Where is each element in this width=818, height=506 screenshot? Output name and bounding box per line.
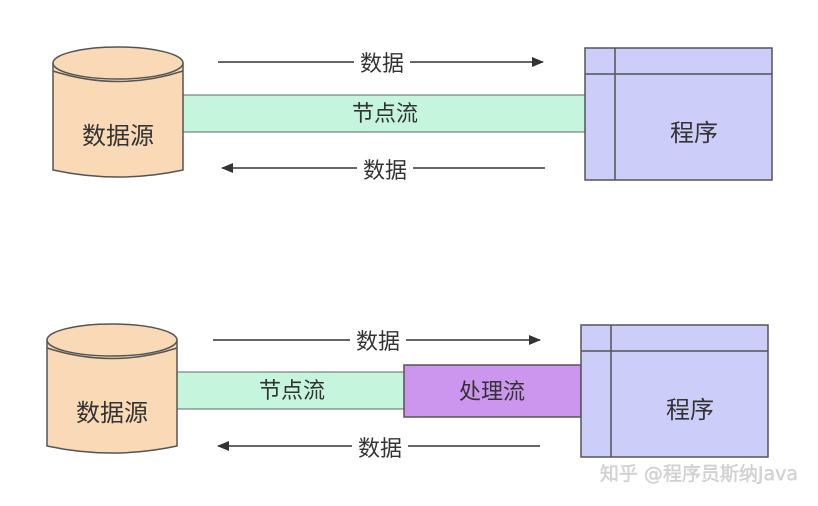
top-datasource-rim <box>52 70 184 83</box>
bottom-diagram: 节点流 处理流 数据源 程序 数据 数 <box>46 323 769 462</box>
top-node-stream-label: 节点流 <box>352 102 418 127</box>
top-datasource: 数据源 <box>52 46 184 178</box>
top-program-box <box>584 47 773 181</box>
top-arrow-to-datasource: 数据 <box>221 157 545 184</box>
bottom-processing-stream-label: 处理流 <box>459 380 525 405</box>
bottom-datasource-lid <box>46 323 178 357</box>
top-datasource-label: 数据源 <box>82 122 154 150</box>
top-diagram: 节点流 数据源 程序 数据 数据 <box>52 46 773 184</box>
bottom-datasource-rim <box>46 347 178 360</box>
bottom-program: 程序 <box>580 324 769 458</box>
top-arrow-to-program: 数据 <box>218 50 544 77</box>
top-arrow-bottom-label: 数据 <box>363 159 407 184</box>
bottom-datasource-body <box>46 340 178 454</box>
watermark-text: 知乎 @程序员斯纳Java <box>600 463 798 485</box>
bottom-program-label: 程序 <box>666 396 714 424</box>
bottom-node-stream-label: 节点流 <box>259 379 325 404</box>
top-datasource-body <box>52 63 184 178</box>
top-node-stream: 节点流 <box>179 94 591 133</box>
top-datasource-lid <box>52 46 184 80</box>
bottom-arrow-top-label: 数据 <box>356 330 400 355</box>
bottom-datasource: 数据源 <box>46 323 178 454</box>
bottom-arrow-to-program: 数据 <box>213 328 541 355</box>
bottom-processing-stream: 处理流 <box>403 364 582 418</box>
bottom-arrow-bottom-label: 数据 <box>358 437 402 462</box>
bottom-node-stream-bar <box>174 371 406 410</box>
top-program-label: 程序 <box>670 119 718 147</box>
bottom-node-stream: 节点流 <box>174 371 406 410</box>
bottom-arrow-to-datasource: 数据 <box>217 435 540 462</box>
top-program: 程序 <box>584 47 773 181</box>
top-node-stream-bar <box>179 94 591 133</box>
top-arrow-top-label: 数据 <box>360 52 404 77</box>
bottom-datasource-label: 数据源 <box>76 399 148 427</box>
bottom-program-box <box>580 324 769 458</box>
